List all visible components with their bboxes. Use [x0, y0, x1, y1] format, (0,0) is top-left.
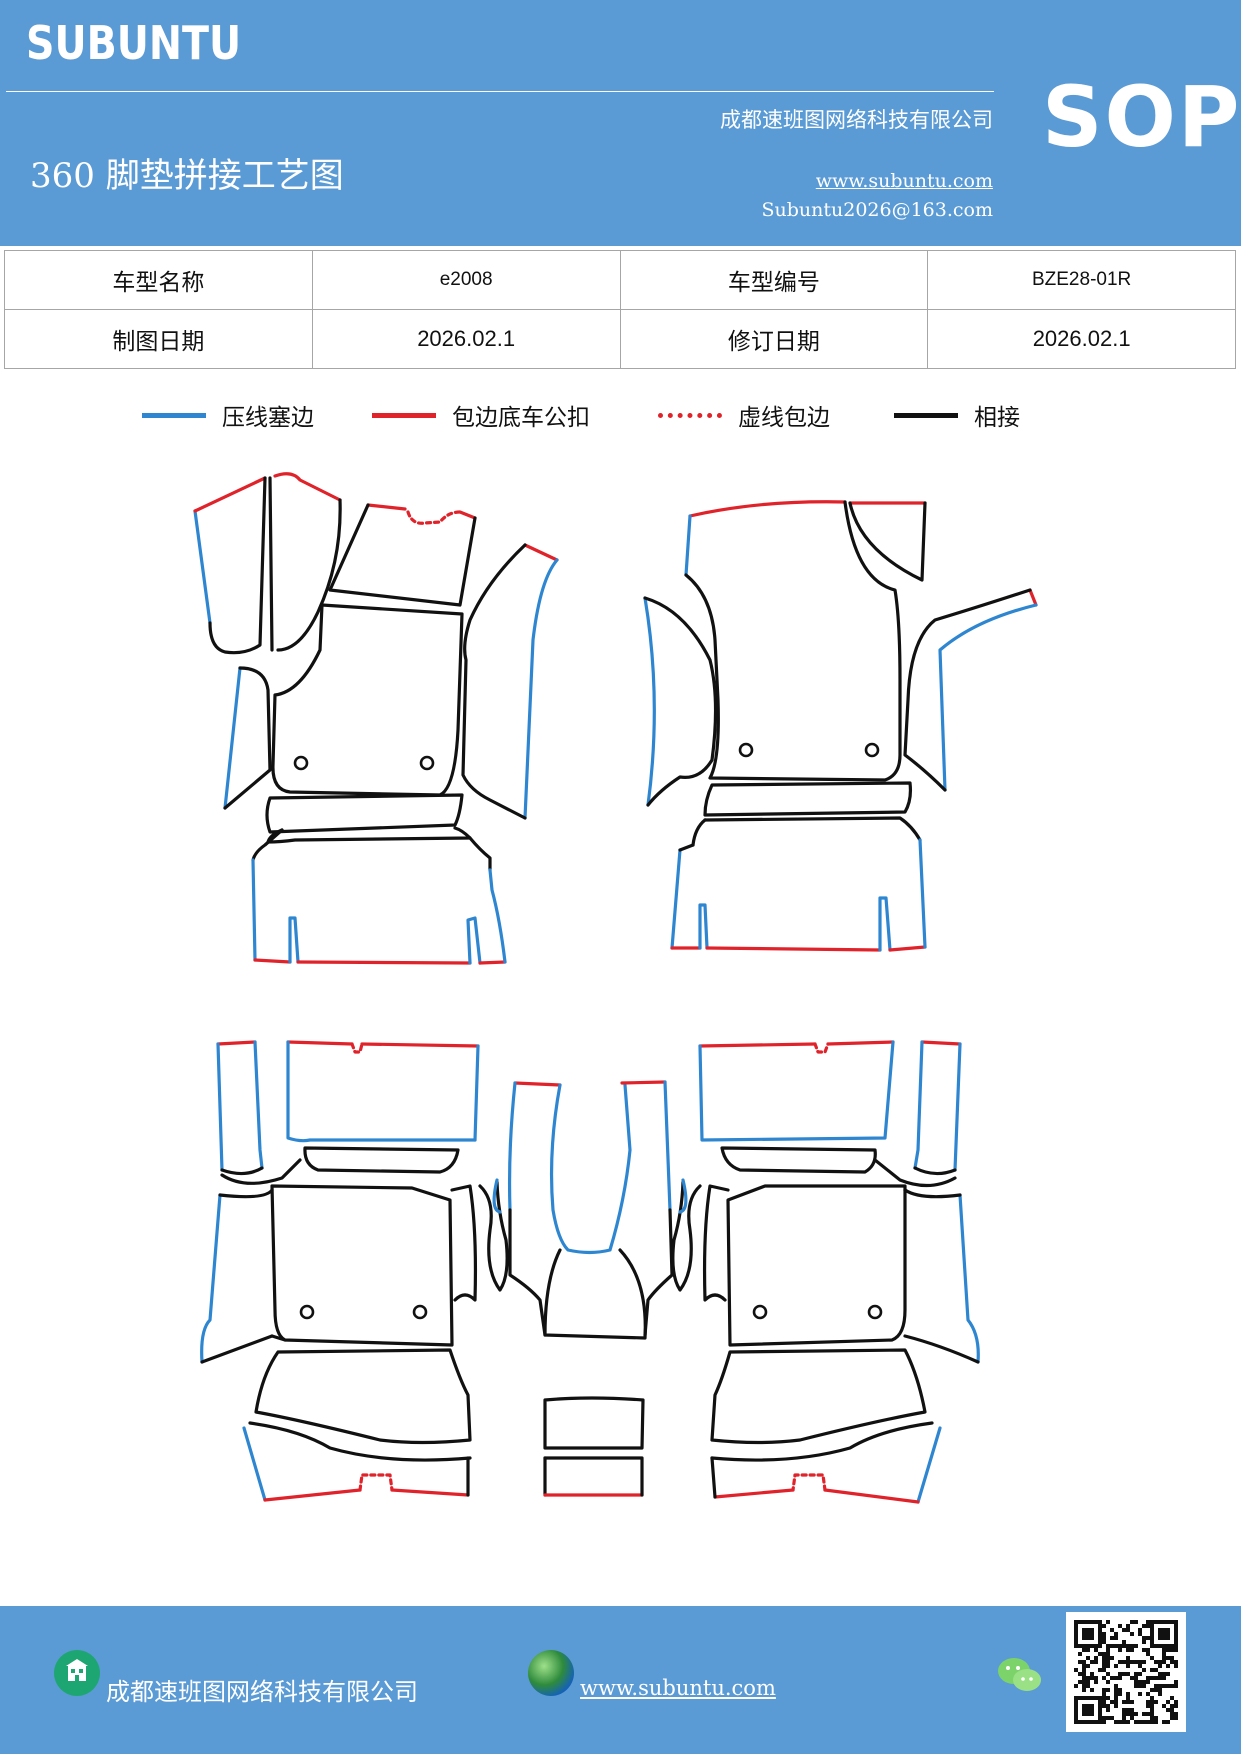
header-email: Subuntu2026@163.com: [761, 199, 993, 221]
model-code-value: BZE28-01R: [927, 250, 1236, 310]
legend-item-black: 相接: [894, 398, 1020, 432]
sop-badge: SOP: [1042, 68, 1241, 166]
legend-label: 包边底车公扣: [452, 405, 590, 431]
model-code-label: 车型编号: [619, 250, 929, 310]
header-company: 成都速班图网络科技有限公司: [720, 108, 993, 132]
line-legend: 压线塞边 包边底车公扣 虚线包边 相接: [0, 398, 1241, 438]
brand-logo: SUBUNTU: [26, 16, 242, 70]
model-info-table: 车型名称 e2008 车型编号 BZE28-01R 制图日期 2026.02.1…: [4, 250, 1236, 369]
building-icon: [54, 1650, 100, 1696]
legend-label: 相接: [974, 405, 1020, 431]
page-title: 360 脚垫拼接工艺图: [30, 156, 344, 196]
footer-banner: 成都速班图网络科技有限公司 www.subuntu.com: [0, 1606, 1241, 1754]
revise-date-label: 修订日期: [619, 309, 929, 369]
model-name-label: 车型名称: [4, 250, 313, 310]
header-website-link[interactable]: www.subuntu.com: [815, 170, 993, 192]
black-line-swatch: [894, 412, 958, 418]
draw-date-label: 制图日期: [4, 309, 313, 369]
footer-website-link[interactable]: www.subuntu.com: [580, 1676, 776, 1700]
mat-front-left-set: [193, 472, 559, 965]
qr-code-image: [1066, 1612, 1186, 1732]
table-row: 制图日期 2026.02.1 修订日期 2026.02.1: [4, 309, 1236, 369]
header-banner: SUBUNTU 成都速班图网络科技有限公司 360 脚垫拼接工艺图 www.su…: [0, 0, 1241, 246]
model-name-value: e2008: [311, 250, 621, 310]
header-divider: [6, 91, 994, 92]
red-dotted-line-swatch: [658, 412, 722, 418]
globe-icon: [528, 1650, 574, 1696]
floor-mat-diagram: [193, 472, 1038, 1504]
red-line-swatch: [372, 412, 436, 418]
draw-date-value: 2026.02.1: [311, 309, 621, 369]
mat-rear-right-set: [671, 1040, 980, 1504]
wechat-icon[interactable]: [996, 1654, 1044, 1696]
legend-label: 压线塞边: [222, 405, 314, 431]
blue-line-swatch: [142, 412, 206, 418]
legend-item-red: 包边底车公扣: [372, 398, 590, 432]
mat-center-tunnel-set: [507, 1080, 674, 1497]
mat-front-right-set: [643, 500, 1038, 952]
revise-date-value: 2026.02.1: [927, 309, 1236, 369]
legend-label: 虚线包边: [738, 405, 830, 431]
legend-item-blue: 压线塞边: [142, 398, 314, 432]
mat-rear-left-set: [200, 1040, 509, 1502]
table-row: 车型名称 e2008 车型编号 BZE28-01R: [4, 250, 1236, 310]
footer-company: 成都速班图网络科技有限公司: [106, 1678, 418, 1706]
legend-item-red-dotted: 虚线包边: [658, 398, 830, 432]
